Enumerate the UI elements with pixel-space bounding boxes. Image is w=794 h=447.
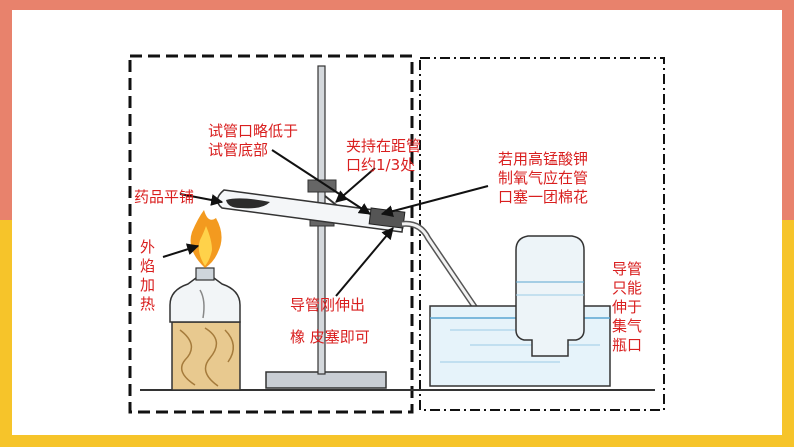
heating-section-box	[128, 54, 414, 414]
arrow-stopper	[335, 227, 394, 297]
arrow-flame	[162, 243, 200, 258]
reagent-powder	[226, 198, 270, 209]
gas-collecting-bottle	[515, 235, 585, 357]
flame	[190, 210, 222, 268]
label-cotton-note: 若用高锰酸钾 制氧气应在管 口塞一团棉花	[498, 150, 589, 206]
collection-section-box	[419, 57, 665, 411]
label-clamp-position: 夹持在距管 口约1/3处	[346, 137, 422, 174]
arrow-tube-mouth	[271, 149, 372, 215]
arrow-clamp	[335, 167, 376, 203]
label-reagent-spread: 药品平铺	[134, 188, 195, 206]
arrow-cotton	[380, 185, 489, 218]
label-outer-flame: 外 焰 加 热	[140, 238, 156, 313]
arrow-reagent	[179, 193, 224, 206]
label-tube-just-out: 导管刚伸出	[290, 296, 366, 314]
label-tube-mouth: 试管口略低于 试管底部	[208, 122, 299, 159]
wooden-block	[171, 321, 241, 391]
label-rubber-stopper: 橡 皮塞即可	[290, 328, 370, 346]
alcohol-lamp	[169, 267, 241, 323]
label-tube-bottle-mouth: 导管 只能 伸于 集气 瓶口	[612, 260, 643, 354]
